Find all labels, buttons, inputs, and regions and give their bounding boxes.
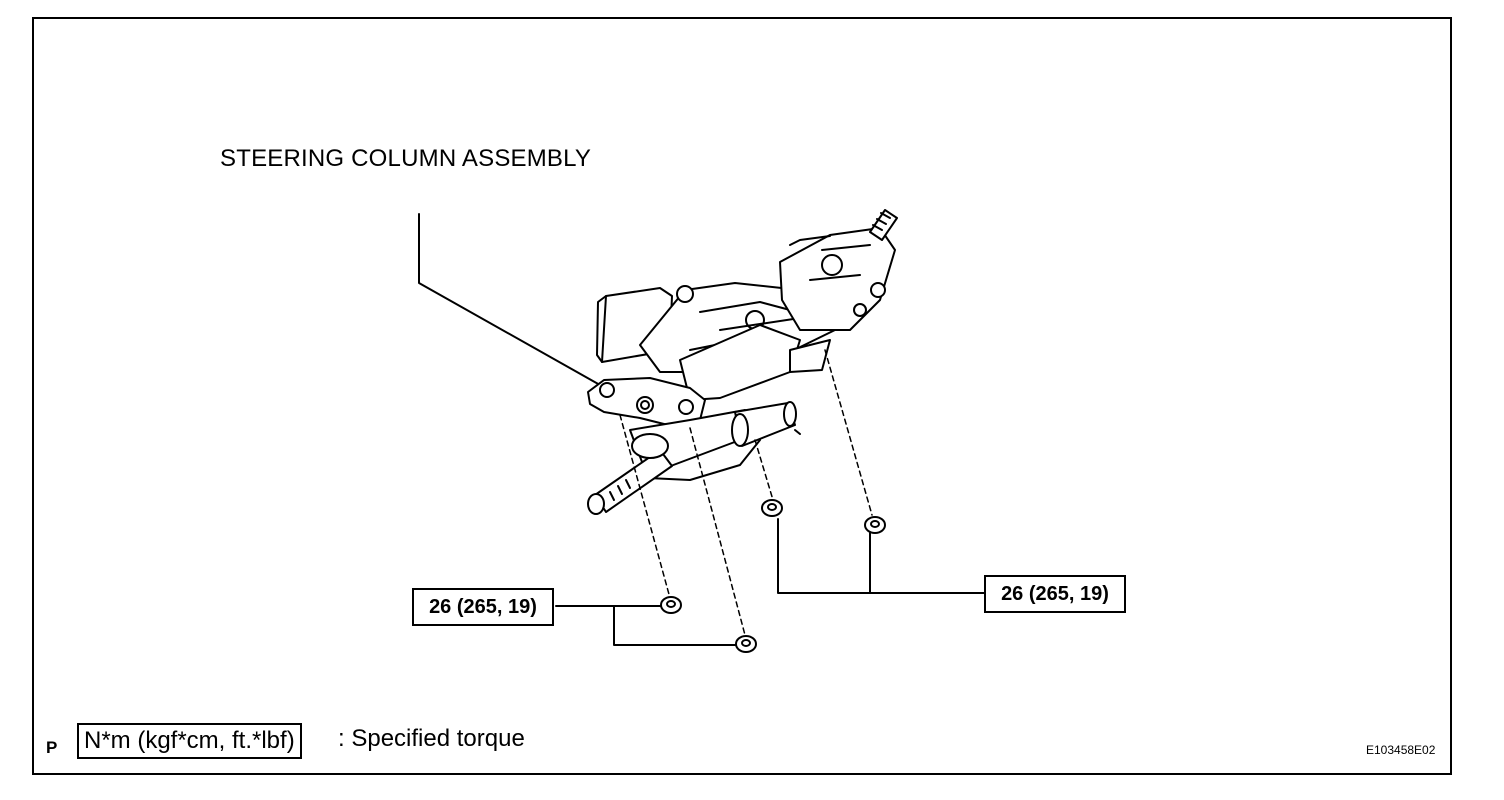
nut-2 bbox=[735, 635, 757, 653]
nut-4 bbox=[864, 516, 886, 534]
bolt-guide-lines bbox=[619, 349, 873, 636]
legend-unit-box: N*m (kgf*cm, ft.*lbf) bbox=[77, 723, 302, 759]
nut-3 bbox=[761, 499, 783, 517]
diagram-frame bbox=[32, 17, 1452, 775]
title-leader-line bbox=[418, 213, 601, 386]
figure-code: E103458E02 bbox=[1366, 743, 1436, 757]
legend-marker: P bbox=[46, 738, 58, 757]
nut-1 bbox=[660, 596, 682, 614]
legend-description: : Specified torque bbox=[338, 725, 525, 752]
torque-spec-right: 26 (265, 19) bbox=[984, 575, 1126, 613]
shaft bbox=[594, 449, 673, 513]
diagram-title: STEERING COLUMN ASSEMBLY bbox=[220, 145, 592, 172]
upper-housing bbox=[779, 227, 896, 331]
torque-right-leader bbox=[777, 518, 985, 594]
torque-spec-left: 26 (265, 19) bbox=[412, 588, 554, 626]
